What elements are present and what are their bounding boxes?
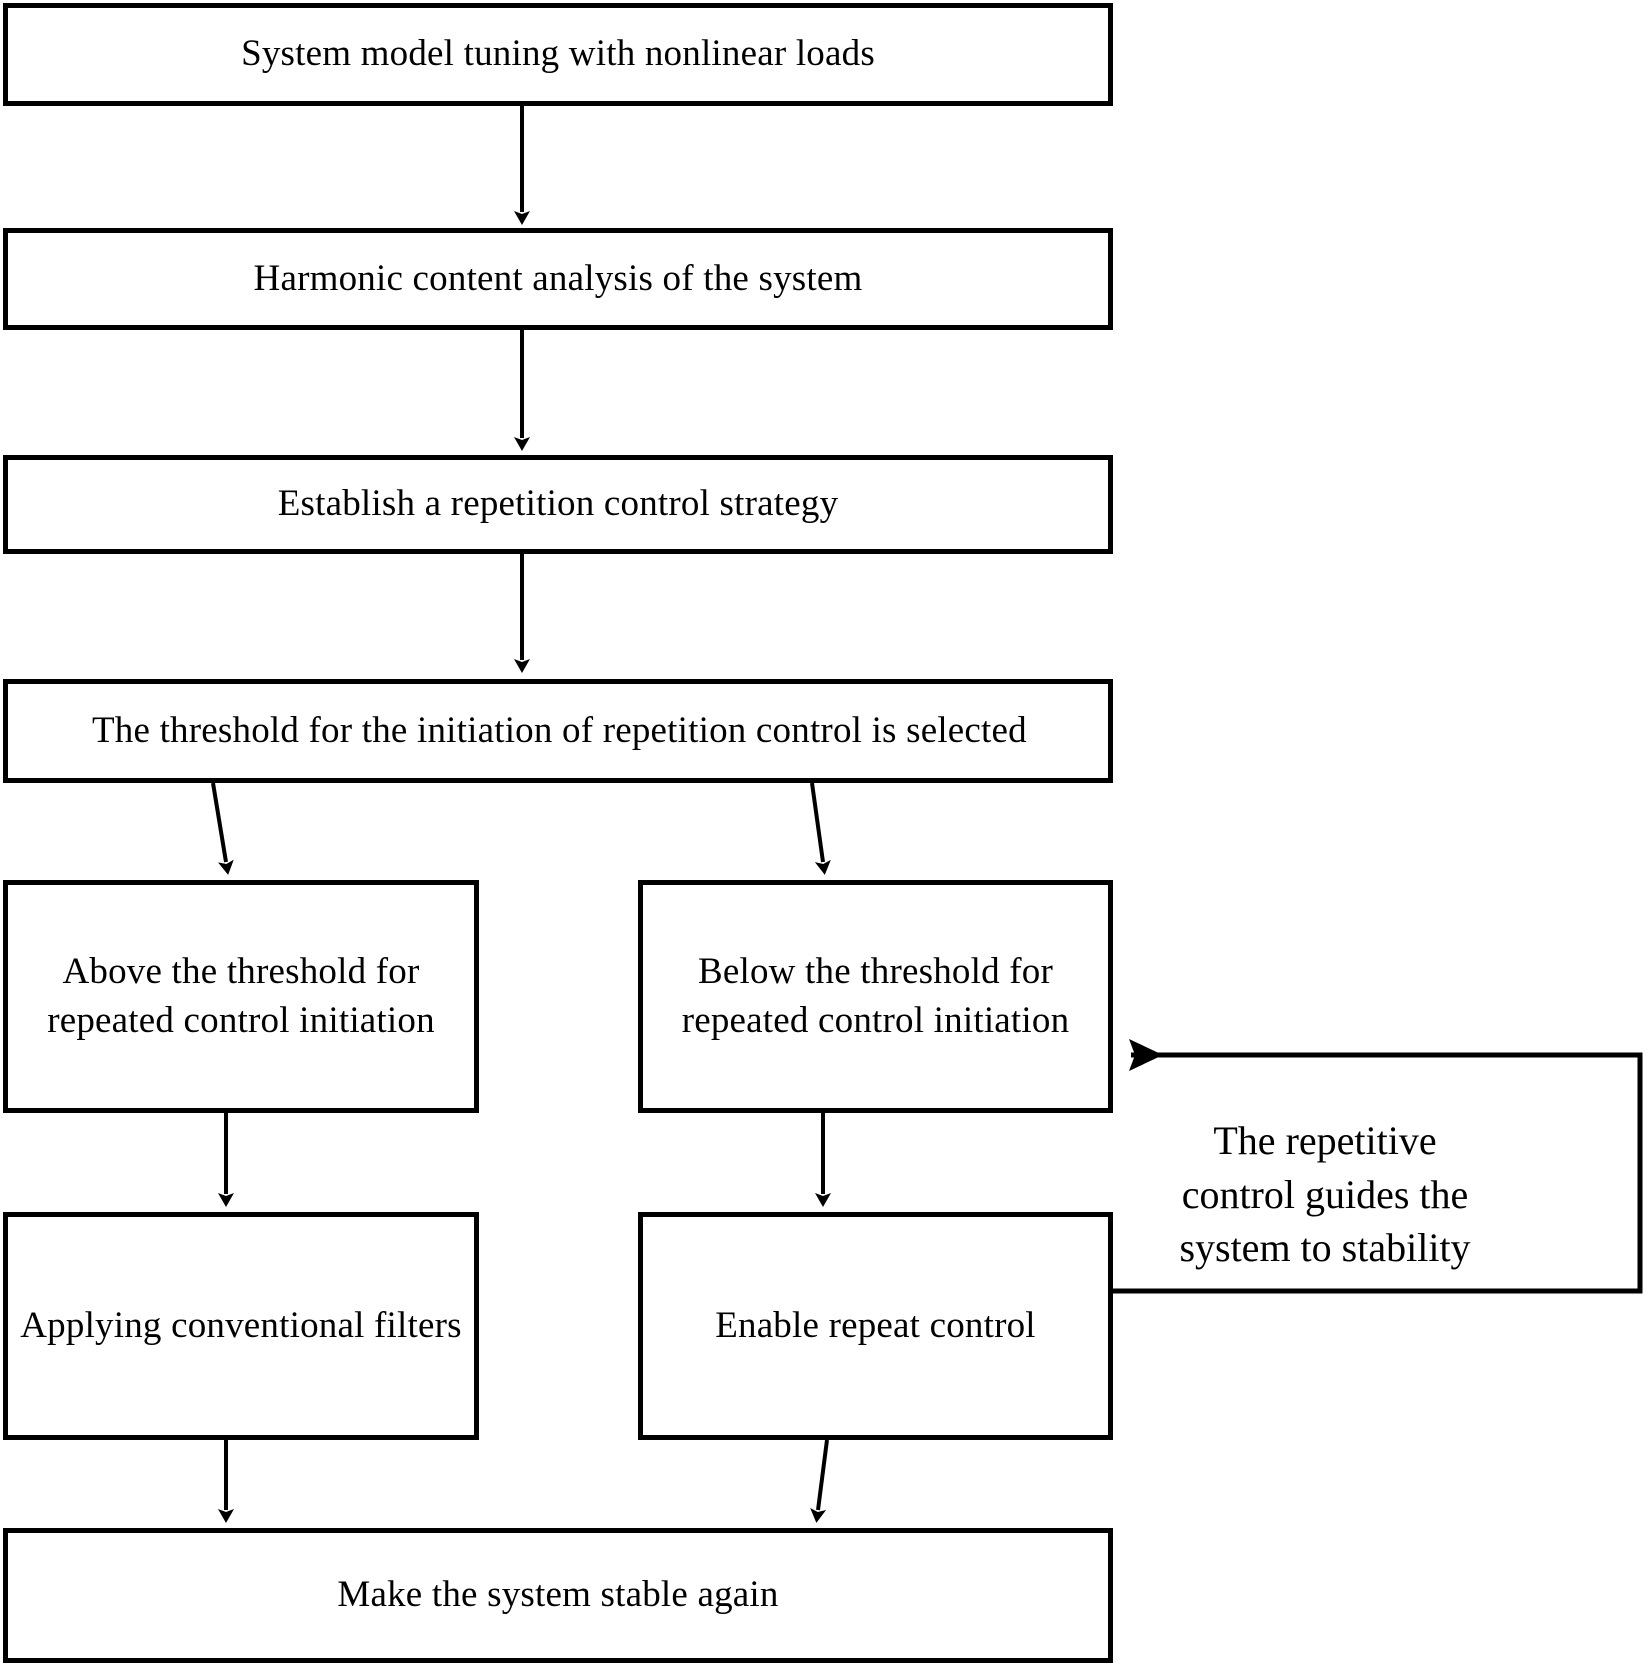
edge-n8-n9 [810, 1439, 829, 1523]
node-below-threshold[interactable]: Below the threshold for repeated control… [638, 880, 1113, 1113]
node-label: Enable repeat control [715, 1304, 1036, 1346]
feedback-loop-label: The repetitive control guides the system… [1179, 1118, 1471, 1271]
node-label: Establish a repetition control strategy [277, 483, 839, 525]
node-threshold-selected[interactable]: The threshold for the initiation of repe… [3, 679, 1113, 783]
edge-n4-n6 [810, 782, 831, 875]
node-label: Applying conventional filters [20, 1304, 462, 1346]
node-make-system-stable-again[interactable]: Make the system stable again [3, 1528, 1113, 1663]
node-harmonic-content-analysis[interactable]: Harmonic content analysis of the system [3, 228, 1113, 330]
node-label: Make the system stable again [337, 1574, 779, 1616]
node-label: System model tuning with nonlinear loads [241, 33, 875, 75]
edge-n4-n5 [211, 782, 234, 875]
node-enable-repeat-control[interactable]: Enable repeat control [638, 1212, 1113, 1440]
node-label: Above the threshold for repeated control… [47, 950, 435, 1041]
node-label: Below the threshold for repeated control… [681, 950, 1070, 1041]
node-label: The threshold for the initiation of repe… [92, 709, 1027, 751]
node-label: Harmonic content analysis of the system [253, 257, 863, 299]
edge-feedback-loop [1113, 1039, 1643, 1294]
node-above-threshold[interactable]: Above the threshold for repeated control… [3, 880, 479, 1113]
node-applying-conventional-filters[interactable]: Applying conventional filters [3, 1212, 479, 1440]
node-system-model-tuning[interactable]: System model tuning with nonlinear loads [3, 3, 1113, 106]
node-establish-repetition-control-strategy[interactable]: Establish a repetition control strategy [3, 455, 1113, 554]
